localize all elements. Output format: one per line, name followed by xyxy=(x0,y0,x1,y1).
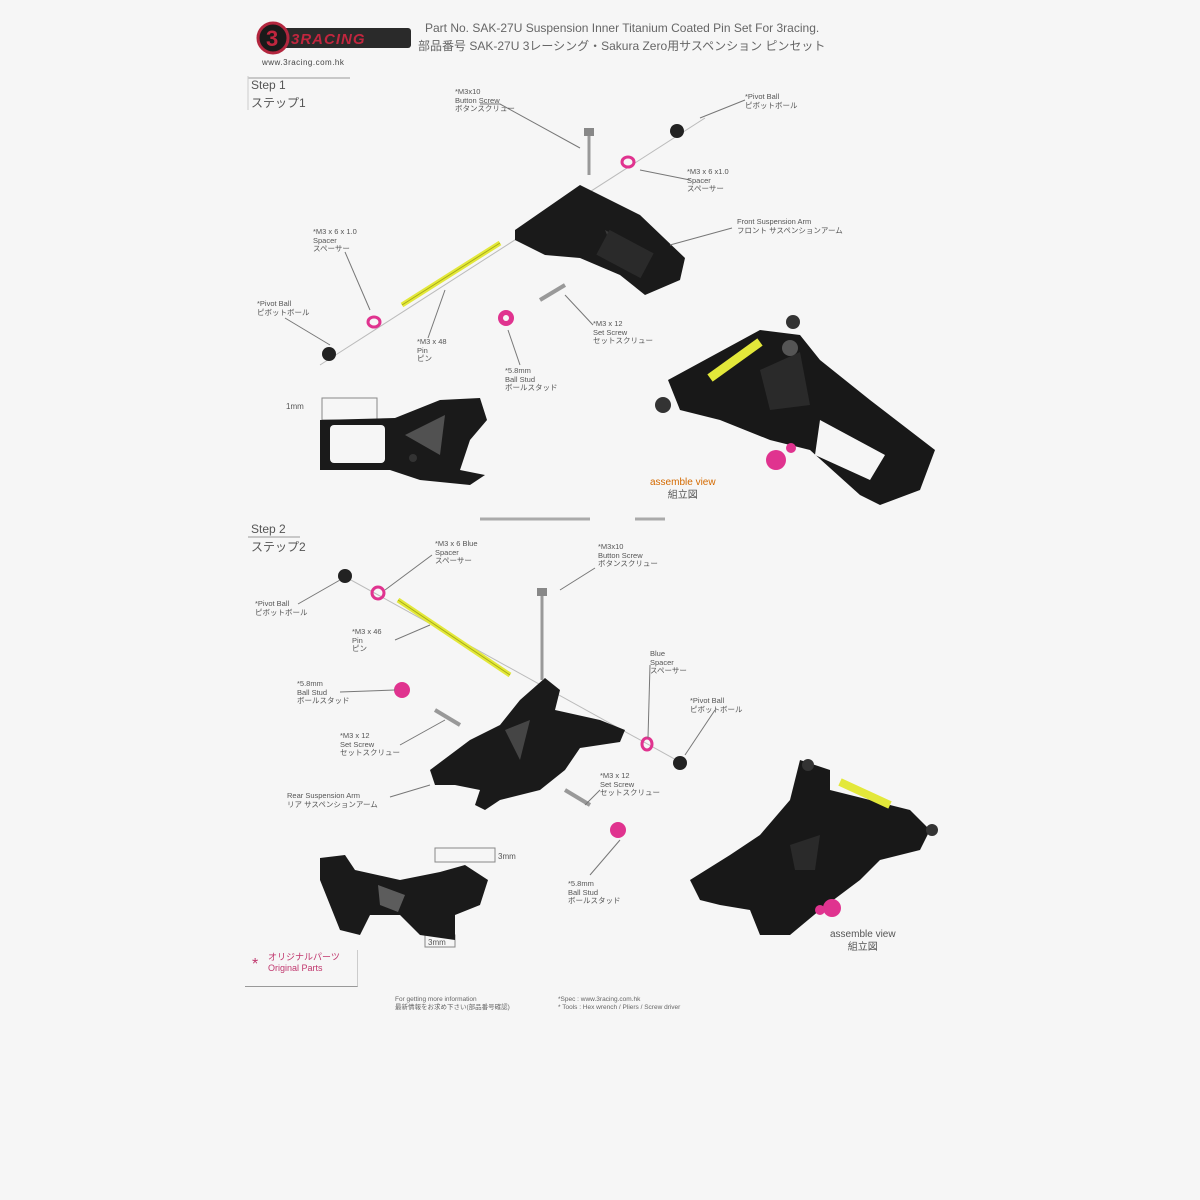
original-parts-box xyxy=(245,950,358,987)
step2-assembled-view xyxy=(690,759,938,935)
s1-dimension-label: 1mm xyxy=(286,402,304,411)
step1-title-jp: ステップ1 xyxy=(251,96,306,110)
step2-title: Step 2 xyxy=(251,522,286,536)
s2-dimension-label-bottom: 3mm xyxy=(428,938,446,947)
logo-wordmark: 3RACING xyxy=(291,31,366,48)
step1-dimension-view xyxy=(320,397,487,485)
step1-title: Step 1 xyxy=(251,78,286,92)
step1-exploded xyxy=(319,117,706,366)
step2-title-jp: ステップ2 xyxy=(251,540,306,554)
title-english: Part No. SAK-27U Suspension Inner Titani… xyxy=(425,21,820,35)
s2-dimension-label-top: 3mm xyxy=(498,852,516,861)
logo-digit: 3 xyxy=(266,26,279,51)
brand-url: www.3racing.com.hk xyxy=(262,58,345,67)
step1-assembled-view xyxy=(655,315,935,505)
brand-logo: 3 3RACING xyxy=(255,20,415,60)
logo-graphic xyxy=(256,21,411,55)
step2-exploded xyxy=(338,569,687,838)
step2-dimension-view xyxy=(320,847,496,948)
star-icon: * xyxy=(252,956,259,973)
footer-right: *Spec : www.3racing.com.hk* Tools : Hex … xyxy=(558,996,681,1011)
title-japanese: 部品番号 SAK-27U 3レーシング・Sakura Zero用サスペンション … xyxy=(418,39,826,53)
